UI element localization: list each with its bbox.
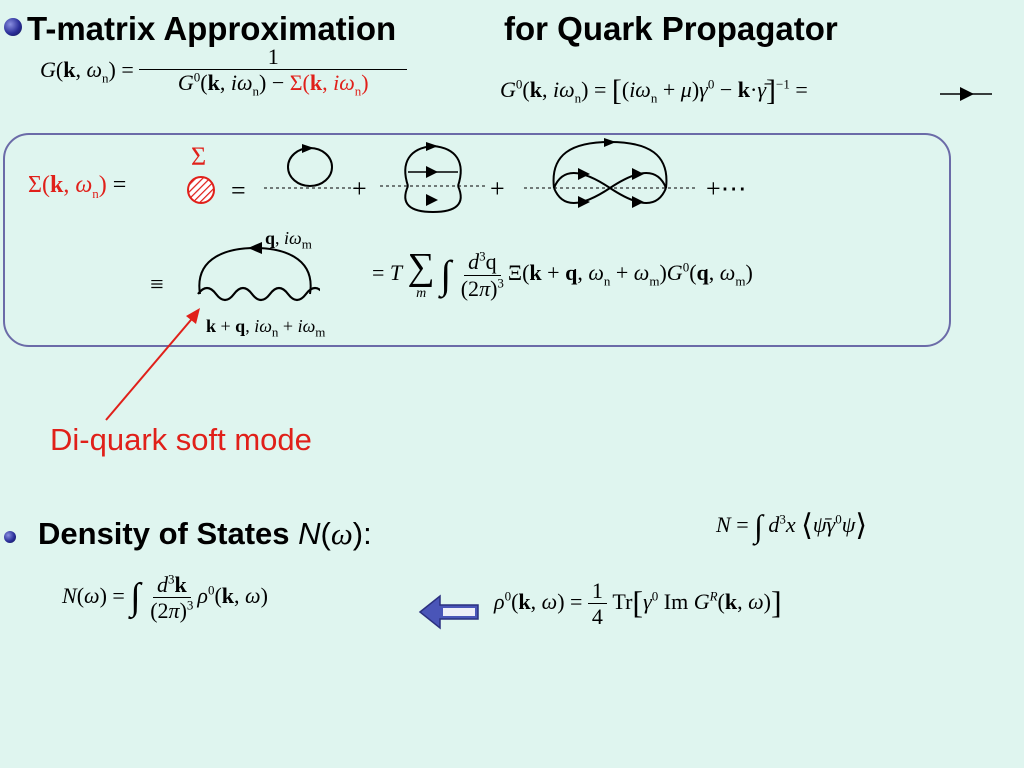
slide-title-part2: for Quark Propagator: [504, 10, 838, 47]
propagator-line-icon: [940, 87, 992, 101]
slide-title-part1: T-matrix Approximation: [27, 10, 397, 47]
plus-sign-2: +: [490, 174, 505, 203]
g-denominator: G0(k, iωn) − Σ(k, iωn): [177, 69, 369, 99]
g-fraction: 1 G0(k, iωn) − Σ(k, iωn): [139, 44, 408, 100]
two-rung-diagram: [380, 142, 486, 213]
dos-bullet-icon: [4, 531, 16, 543]
hatched-self-energy-icon: [187, 176, 215, 204]
left-arrow-icon: [418, 594, 479, 630]
loop-bottom-label: k + q, iωn + iωm: [206, 316, 326, 340]
loop-top-label: q, iωm: [265, 228, 312, 252]
g-lhs: G(k, ωn) =: [40, 57, 134, 86]
dos-heading: Density of States N(ω):: [38, 516, 372, 552]
title-bullet-icon: [4, 18, 22, 36]
sigma-symbol: Σ: [191, 142, 207, 171]
sigma-lhs: Σ(k, ωn) =: [28, 172, 127, 201]
dos-heading-text: Density of States: [38, 516, 290, 551]
equals-sign: =: [231, 176, 246, 205]
equiv-sign: ≡: [150, 272, 164, 298]
plus-sign-1: +: [352, 174, 367, 203]
sum-equation: = T ∑m ∫ d3q (2π)3 Ξ(k + q, ωn + ωm)G0(q…: [372, 246, 753, 301]
self-energy-box: [3, 133, 951, 347]
soft-mode-loop-diagram: [197, 242, 320, 302]
plus-dots: +⋯: [706, 174, 747, 203]
g0-definition: G0(k, iωn) = [(iωn + μ)γ0 − k·γ̄]−1 =: [500, 74, 808, 107]
n-definition: N = ∫ d3x ⟨ψ̄γ0ψ⟩: [716, 508, 868, 544]
diquark-pointer-arrow: [105, 308, 200, 421]
crossed-diagram: [524, 138, 696, 208]
g-numerator: 1: [139, 44, 408, 71]
tadpole-diagram: [264, 144, 358, 189]
diquark-soft-mode-label: Di-quark soft mode: [50, 422, 312, 457]
dos-heading-math: N(ω):: [298, 516, 372, 551]
n-omega-equation: N(ω) = ∫ d3k (2π)3 ρ0(k, ω): [62, 571, 268, 624]
g-equation: G(k, ωn) = 1 G0(k, iωn) − Σ(k, iωn): [40, 44, 408, 100]
